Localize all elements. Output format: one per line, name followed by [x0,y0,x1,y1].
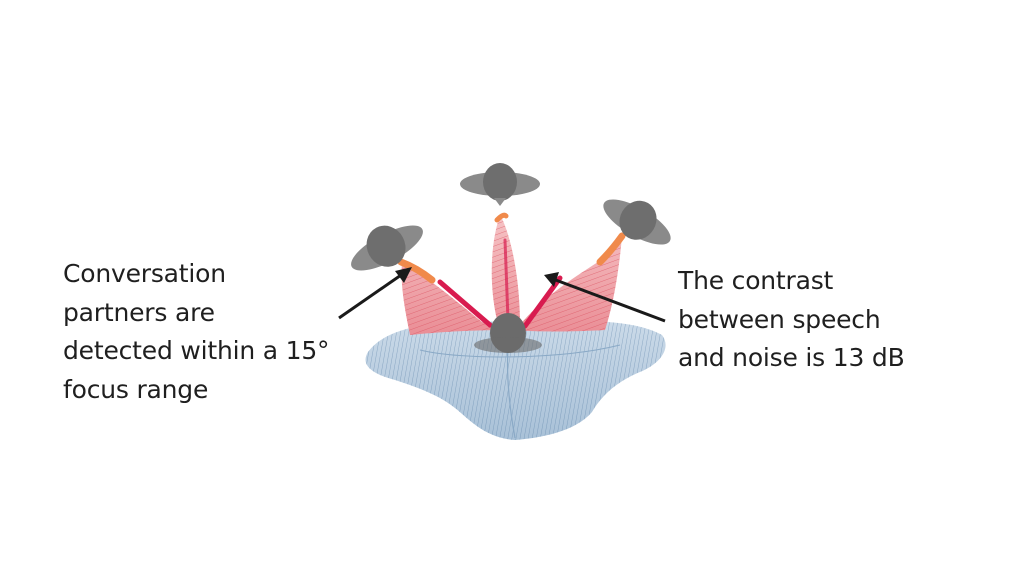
right-arrow [544,272,666,323]
noise-lobe [365,320,666,440]
left-arrow [338,267,412,320]
speech-lobes [397,212,626,335]
listener-head-icon [474,313,542,353]
focus-range-annotation: Conversation partners are detected withi… [63,259,330,404]
contrast-annotation: The contrast between speech and noise is… [678,266,905,372]
speaker-head-icon [351,163,671,271]
